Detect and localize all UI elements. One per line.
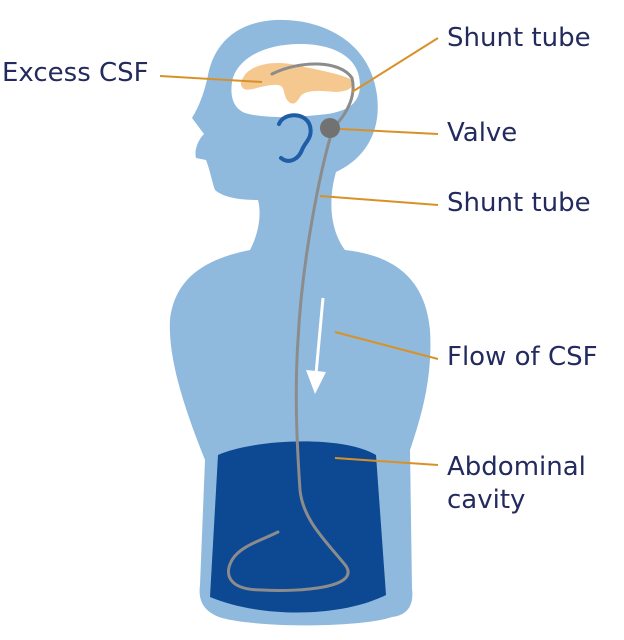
label-shunt-tube-upper: Shunt tube	[447, 23, 591, 53]
label-abdominal-cavity-line2: cavity	[447, 485, 526, 515]
label-abdominal-cavity: Abdominal cavity	[447, 451, 586, 517]
valve-icon	[320, 118, 340, 138]
leader-excess-csf	[159, 75, 263, 83]
flow-arrow-icon	[306, 297, 326, 394]
leader-valve	[339, 128, 439, 135]
label-shunt-tube-lower: Shunt tube	[447, 188, 591, 218]
label-abdominal-cavity-line1: Abdominal	[447, 452, 586, 482]
csf-ventricles	[240, 62, 353, 104]
abdominal-cavity	[210, 441, 386, 613]
shunt-tube	[227, 62, 355, 592]
leader-abdominal-cavity	[334, 457, 439, 466]
ear-icon	[277, 113, 313, 163]
label-flow-of-csf: Flow of CSF	[447, 342, 598, 372]
label-valve: Valve	[447, 118, 518, 148]
leader-shunt-tube-upper	[351, 37, 439, 93]
label-excess-csf: Excess CSF	[2, 58, 149, 88]
leader-shunt-tube-lower	[319, 195, 439, 206]
leader-flow-of-csf	[334, 331, 439, 360]
